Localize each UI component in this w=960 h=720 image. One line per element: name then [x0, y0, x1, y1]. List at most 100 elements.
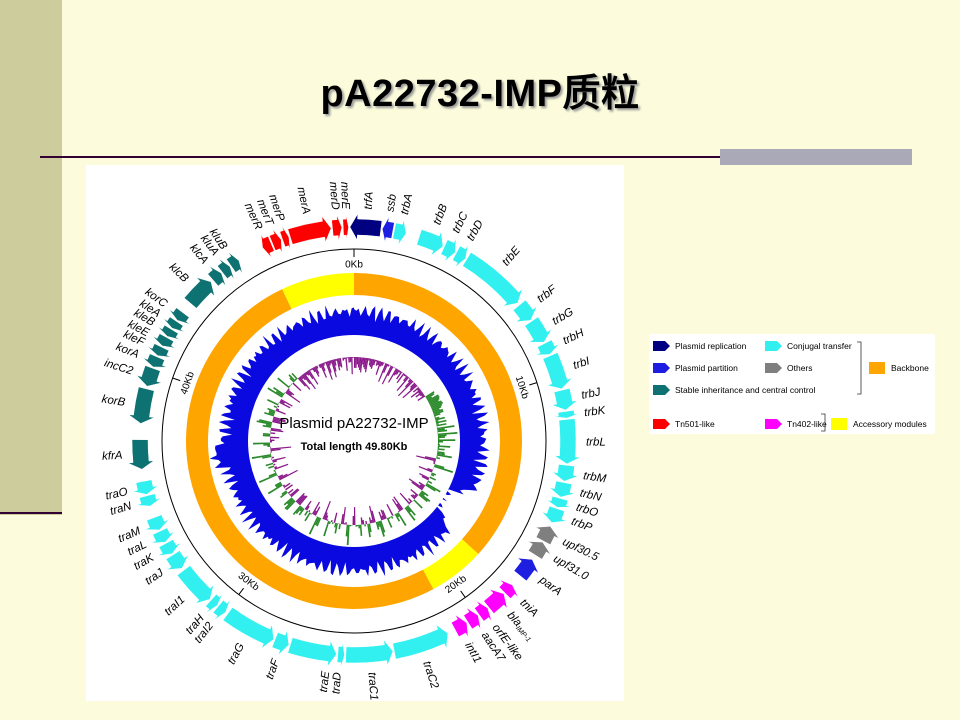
gc-skew-bin	[275, 483, 282, 488]
gc-skew-bin	[427, 394, 439, 402]
gc-skew-bin	[415, 391, 423, 398]
gc-skew-bin	[418, 465, 433, 473]
gene-label: intI1	[462, 640, 483, 665]
gc-skew-bin	[267, 445, 271, 448]
center-subtitle: Total length 49.80Kb	[301, 441, 408, 453]
gene-arrow-bla	[483, 588, 508, 614]
gc-skew-bin	[435, 416, 445, 421]
gc-skew-bin	[289, 488, 299, 497]
gene-arrow-kleb	[183, 277, 216, 309]
gene-label: traJ	[143, 567, 166, 588]
gene-label: traD	[330, 672, 343, 695]
gc-skew-bin	[367, 523, 371, 538]
gc-skew-bin	[352, 357, 354, 358]
gc-skew-bin	[358, 524, 361, 529]
gc-skew-bin	[321, 363, 326, 372]
gene-arrow-merp	[279, 225, 291, 251]
gc-skew-bin	[386, 503, 394, 516]
gc-skew-bin	[346, 524, 350, 546]
gc-skew-bin	[421, 475, 429, 481]
gc-skew-bin	[432, 408, 444, 414]
gc-skew-bin	[349, 524, 352, 527]
gene-arrow-tnia	[498, 579, 519, 599]
kb-tick	[529, 382, 538, 386]
gc-skew-bin	[335, 358, 337, 362]
gc-skew-bin	[339, 358, 343, 368]
gc-skew-bin	[430, 475, 431, 477]
gene-arrow-korb	[127, 386, 156, 424]
gc-skew-bin	[298, 508, 305, 516]
gc-skew-bin	[405, 506, 412, 513]
gc-skew-bin	[314, 517, 320, 526]
gc-skew-bin	[397, 380, 414, 397]
gene-label: trbI	[572, 355, 592, 372]
gene-arrow-kleb	[157, 324, 181, 340]
gene-arrow-kora	[142, 353, 168, 368]
gc-skew-bin	[277, 474, 279, 477]
gc-skew-bin	[345, 522, 347, 525]
gc-skew-bin	[272, 460, 277, 463]
gc-skew-bin	[292, 505, 302, 515]
ring-segment-backbone	[354, 273, 522, 555]
gene-label: traN	[109, 500, 134, 518]
gc-skew-bin	[283, 392, 286, 395]
gc-skew-bin	[323, 362, 326, 364]
gene-label: merD	[327, 181, 341, 210]
gc-skew-bin	[351, 357, 353, 375]
gene-label: trbM	[582, 470, 607, 485]
gene-label: merE	[338, 182, 351, 210]
gc-skew-bin	[342, 357, 345, 361]
gene-arrow-trbk	[553, 410, 580, 419]
gc-skew-bin	[270, 432, 276, 435]
gc-skew-bin	[419, 492, 431, 502]
gc-skew-bin	[288, 385, 291, 388]
gc-skew-bin	[305, 371, 310, 376]
gc-skew-bin	[322, 362, 325, 366]
gc-skew-bin	[433, 460, 436, 463]
gc-skew-bin	[280, 399, 293, 407]
gc-skew-bin	[381, 365, 393, 385]
gc-skew-bin	[368, 523, 372, 533]
gc-skew-bin	[433, 462, 436, 465]
gene-label: ssb	[385, 193, 400, 213]
gc-skew-bin	[430, 473, 435, 477]
gene-label: korB	[101, 393, 127, 409]
gene-arrow-trbb	[416, 229, 444, 257]
gc-skew-bin	[437, 441, 444, 443]
gc-skew-bin	[272, 417, 286, 423]
gc-skew-bin	[343, 523, 346, 525]
gc-skew-bin	[418, 481, 426, 487]
legend-label-stable-inheritance-and-central-control: Stable inheritance and central control	[675, 385, 815, 395]
gene-label: traE	[318, 670, 332, 693]
gc-skew-bin	[330, 519, 333, 523]
gc-skew-bin	[390, 515, 394, 519]
gc-skew-bin	[413, 499, 423, 509]
gc-skew-bin	[432, 408, 440, 413]
gc-skew-bin	[270, 429, 284, 433]
gc-skew-bin	[274, 466, 278, 469]
gc-skew-bin	[426, 393, 435, 399]
gc-skew-bin	[265, 423, 272, 427]
gc-skew-bin	[279, 400, 285, 404]
title-divider	[40, 156, 912, 158]
gc-skew-bin	[326, 361, 332, 373]
gene-arrow-trak	[157, 539, 181, 556]
gc-skew-bin	[436, 425, 455, 430]
gc-skew-bin	[275, 409, 286, 415]
gc-skew-bin	[284, 487, 286, 490]
gc-skew-bin	[433, 410, 444, 416]
gc-skew-bin	[436, 426, 438, 428]
gc-skew-bin	[412, 500, 414, 502]
gc-skew-bin	[395, 369, 400, 375]
gc-skew-bin	[409, 501, 412, 504]
gc-skew-bin	[349, 357, 352, 363]
gene-arrow-trae	[287, 637, 337, 668]
gc-skew-bin	[251, 454, 272, 459]
gc-skew-bin	[436, 452, 445, 456]
gc-skew-bin	[292, 382, 302, 392]
gc-skew-bin	[305, 505, 310, 511]
kb-label: 0Kb	[345, 260, 363, 271]
gc-skew-bin	[340, 514, 344, 525]
gc-skew-bin	[436, 457, 441, 460]
